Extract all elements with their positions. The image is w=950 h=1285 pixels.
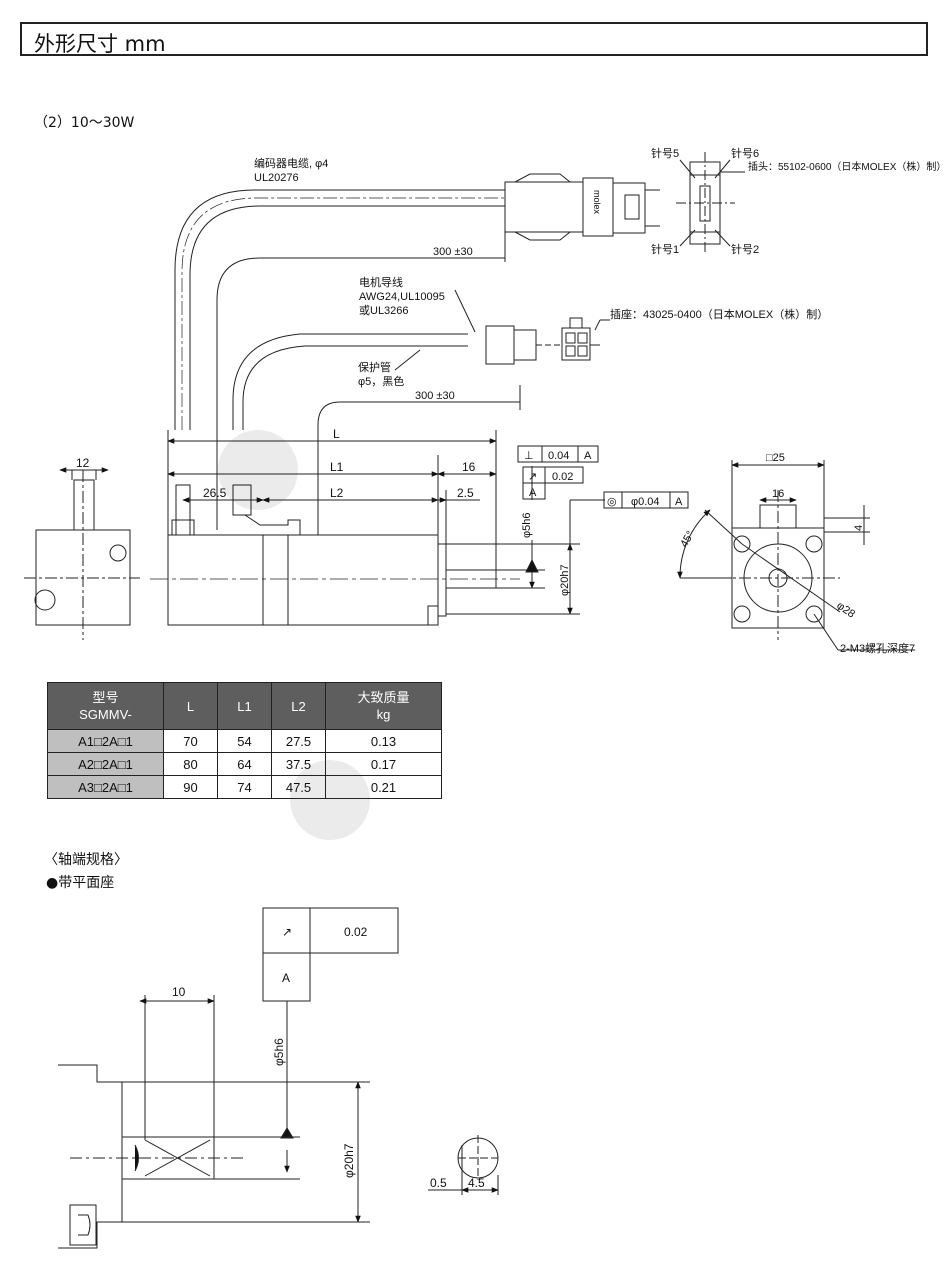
tol-perp-sym: ⊥: [524, 450, 534, 462]
tol-runout-val: 0.02: [552, 471, 573, 483]
dim-shaft: φ5h6: [521, 513, 533, 539]
tol-runout-datum: A: [529, 487, 537, 499]
label-holes: 2-M3螺孔深度7: [840, 641, 915, 655]
label-protect-tube: 保护管: [358, 360, 391, 374]
tol-conc-sym: ◎: [607, 496, 617, 508]
dim-45: 45°: [678, 529, 697, 549]
label-pin1: 针号1: [651, 242, 679, 256]
motor-cable: [232, 333, 468, 430]
label-cable-len-1: 300 ±30: [433, 246, 473, 258]
label-cable-len-2: 300 ±30: [415, 390, 455, 402]
th-L2: L2: [271, 682, 326, 730]
label-molex: molex: [592, 190, 602, 215]
section-title: （2）10～30W: [34, 115, 135, 131]
encoder-connector: [504, 181, 584, 233]
tol-conc-datum: A: [675, 496, 683, 508]
dim-26-5: 26.5: [203, 486, 227, 500]
dim-sq25: □25: [766, 452, 785, 464]
encoder-cable: [174, 189, 505, 430]
label-pin5: 针号5: [651, 146, 679, 160]
dim-L1: L1: [330, 460, 344, 474]
motor-connector: [485, 325, 515, 365]
dim-spigot: φ20h7: [559, 564, 571, 596]
dim-L2: L2: [330, 486, 344, 500]
dim-2-5: 2.5: [457, 486, 474, 500]
header-box: 外形尺寸 mm: [20, 22, 928, 56]
label-socket: 插座：43025-0400（日本MOLEX（株）制）: [610, 307, 828, 321]
dim-L: L: [333, 427, 340, 441]
dim-12: 12: [76, 456, 90, 470]
tol-perp-val: 0.04: [548, 450, 569, 462]
tol-runout-sym: ↗: [528, 471, 537, 483]
label-protect-spec: φ5，黑色: [358, 374, 404, 388]
shaft-section-title: 〈轴端规格〉: [44, 852, 128, 868]
th-L1: L1: [217, 682, 272, 730]
th-L: L: [163, 682, 218, 730]
label-plug: 插头：55102-0600（日本MOLEX（株）制）: [748, 160, 946, 173]
dim-16b: 16: [772, 488, 784, 500]
label-encoder-cable: 编码器电缆, φ4: [254, 156, 328, 170]
label-pin6: 针号6: [731, 146, 759, 160]
page-title: 外形尺寸 mm: [34, 32, 166, 56]
tol-perp-datum: A: [584, 450, 592, 462]
label-motor-ul: 或UL3266: [359, 304, 409, 317]
label-encoder-ul: UL20276: [254, 172, 299, 184]
shaft-section-sub: ●带平面座: [46, 875, 115, 891]
dim-4: 4: [853, 525, 865, 531]
label-motor-wire: 电机导线: [359, 275, 403, 289]
tol-conc-val: φ0.04: [631, 496, 660, 508]
label-motor-awg: AWG24,UL10095: [359, 291, 445, 303]
motor-body: [167, 534, 439, 626]
label-pin2: 针号2: [731, 242, 759, 256]
dim-16: 16: [462, 460, 476, 474]
dim-28: φ28: [834, 600, 857, 621]
